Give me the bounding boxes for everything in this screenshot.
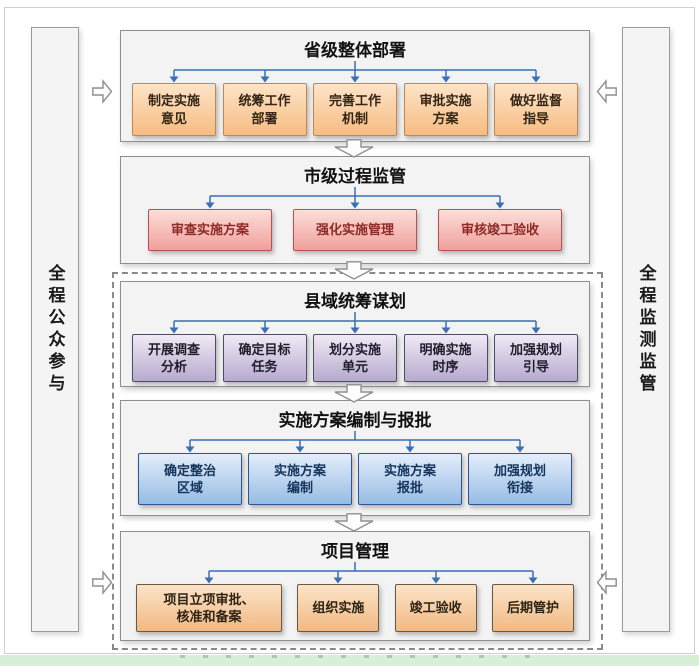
step-row: 开展调查 分析确定目标 任务划分实施 单元明确实施 时序加强规划 引导	[121, 334, 589, 382]
section-title: 项目管理	[321, 542, 389, 561]
flow-step: 开展调查 分析	[132, 334, 216, 382]
flow-step: 确定整治 区域	[138, 453, 242, 505]
flow-step: 明确实施 时序	[403, 334, 488, 382]
flow-down-arrow-icon	[334, 139, 374, 158]
participation-arrow-right-top-icon	[92, 79, 113, 104]
flow-step: 确定目标 任务	[222, 334, 307, 382]
section-municipal-supervision: 市级过程监管 审查实施方案强化实施管理审核竣工验收	[120, 156, 590, 264]
flow-step: 项目立项审批、 核准和备案	[136, 584, 282, 632]
public-participation-label: 全程公众参与	[45, 263, 65, 396]
section-title: 市级过程监管	[304, 167, 406, 186]
monitoring-supervision-bar: 全程监测监管	[622, 27, 670, 632]
section-provincial-deployment: 省级整体部署 制定实施 意见统筹工作 部署完善工作 机制审批实施 方案做好监督 …	[120, 30, 590, 142]
flow-step: 做好监督 指导	[494, 83, 578, 136]
section-implementation-plan: 实施方案编制与报批 确定整治 区域实施方案 编制实施方案 报批加强规划 衔接	[120, 400, 590, 516]
section-county-planning: 县域统筹谋划 开展调查 分析确定目标 任务划分实施 单元明确实施 时序加强规划 …	[120, 281, 590, 387]
section-title: 县域统筹谋划	[304, 292, 406, 311]
flow-step: 审批实施 方案	[403, 83, 488, 136]
step-row: 确定整治 区域实施方案 编制实施方案 报批加强规划 衔接	[121, 453, 589, 505]
branch-connector-lines	[185, 431, 525, 453]
flow-step: 组织实施	[297, 584, 380, 632]
outer-frame	[4, 7, 695, 654]
caption-strip-cutoff	[0, 655, 699, 666]
public-participation-bar: 全程公众参与	[31, 27, 79, 632]
flow-step: 审查实施方案	[148, 209, 272, 251]
flow-down-arrow-icon	[334, 384, 374, 403]
section-title: 实施方案编制与报批	[278, 411, 432, 430]
monitoring-supervision-label: 全程监测监管	[636, 263, 656, 396]
flow-down-arrow-icon	[334, 261, 374, 280]
participation-arrow-right-bottom-icon	[92, 570, 113, 595]
branch-connector-lines	[204, 562, 538, 584]
flow-step: 统筹工作 部署	[222, 83, 307, 136]
supervision-arrow-left-top-icon	[596, 79, 617, 104]
flow-step: 制定实施 意见	[132, 83, 216, 136]
flow-step: 实施方案 编制	[248, 453, 352, 505]
step-row: 项目立项审批、 核准和备案组织实施竣工验收后期管护	[121, 584, 589, 632]
section-title: 省级整体部署	[304, 41, 406, 60]
branch-connector-lines	[169, 312, 541, 334]
flow-step: 实施方案 报批	[358, 453, 462, 505]
flow-step: 加强规划 引导	[494, 334, 578, 382]
supervision-arrow-left-bottom-icon	[596, 570, 617, 595]
flow-step: 加强规划 衔接	[468, 453, 572, 505]
flow-step: 划分实施 单元	[313, 334, 397, 382]
flow-step: 审核竣工验收	[438, 209, 562, 251]
flow-down-arrow-icon	[334, 513, 374, 532]
flow-step: 强化实施管理	[293, 209, 417, 251]
section-project-management: 项目管理 项目立项审批、 核准和备案组织实施竣工验收后期管护	[120, 531, 590, 641]
flow-step: 后期管护	[491, 584, 574, 632]
branch-connector-lines	[169, 61, 541, 83]
step-row: 制定实施 意见统筹工作 部署完善工作 机制审批实施 方案做好监督 指导	[121, 83, 589, 136]
branch-connector-lines	[205, 187, 505, 209]
step-row: 审查实施方案强化实施管理审核竣工验收	[121, 209, 589, 251]
flow-step: 完善工作 机制	[313, 83, 397, 136]
flow-step: 竣工验收	[394, 584, 477, 632]
